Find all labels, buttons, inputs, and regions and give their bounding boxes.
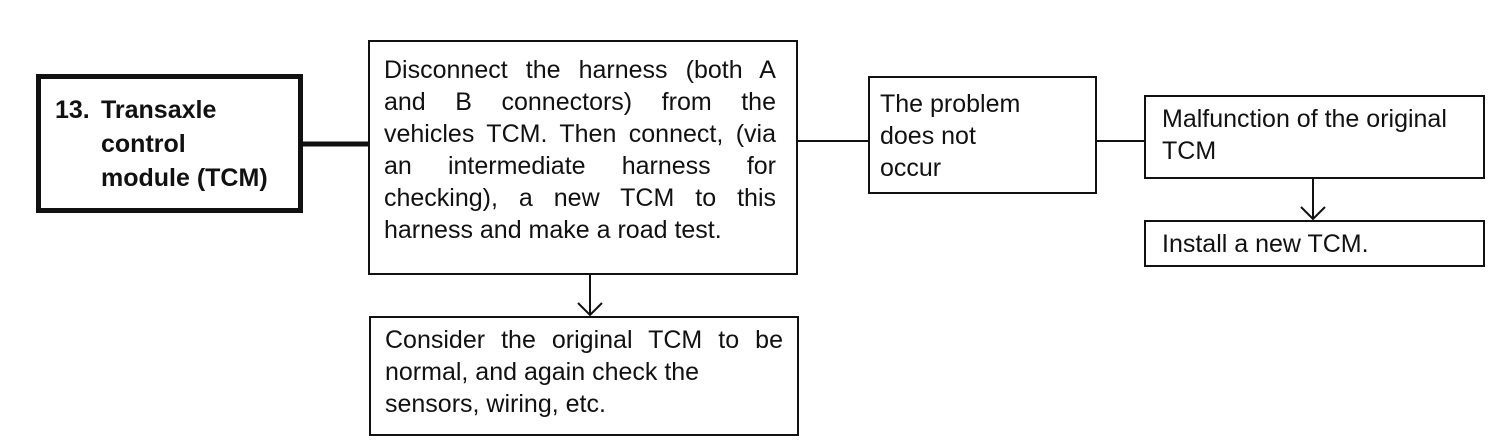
component-number: 13. [55, 96, 90, 124]
malfunction-line: TCM [1162, 137, 1217, 165]
normal-line: normal, and again check the [385, 358, 700, 386]
test-procedure-line: vehicles TCM. Then connect, (via [384, 120, 776, 148]
component-label-line: Transaxle [101, 96, 217, 124]
test-procedure-line: an intermediate harness for [384, 152, 776, 180]
normal-line: sensors, wiring, etc. [385, 390, 606, 418]
test-procedure-line: checking), a new TCM to this [384, 184, 776, 212]
arrowhead-normal [577, 302, 603, 317]
normal-box: Consider the original TCM to be normal, … [369, 316, 799, 436]
test-procedure-line: harness and make a road test. [384, 216, 722, 244]
component-label-line: control [101, 130, 186, 158]
install-box: Install a new TCM. [1144, 220, 1485, 267]
test-procedure-box: Disconnect the harness (both A and B con… [368, 40, 798, 275]
result-line: occur [880, 154, 942, 182]
malfunction-box: Malfunction of the original TCM [1144, 95, 1485, 179]
component-label: Transaxle control module (TCM) [101, 93, 288, 195]
component-box: 13. Transaxle control module (TCM) [36, 74, 303, 213]
install-line: Install a new TCM. [1162, 230, 1369, 258]
malfunction-line: Malfunction of the original [1162, 105, 1447, 133]
arrowhead-install [1300, 206, 1326, 221]
normal-line: Consider the original TCM to be [385, 326, 783, 354]
test-procedure-line: Disconnect the harness (both A [384, 56, 776, 84]
result-line: The problem [880, 90, 1021, 118]
result-box: The problem does not occur [868, 76, 1097, 194]
component-label-line: module (TCM) [101, 164, 268, 192]
result-line: does not [880, 122, 976, 150]
test-procedure-line: and B connectors) from the [384, 88, 776, 116]
